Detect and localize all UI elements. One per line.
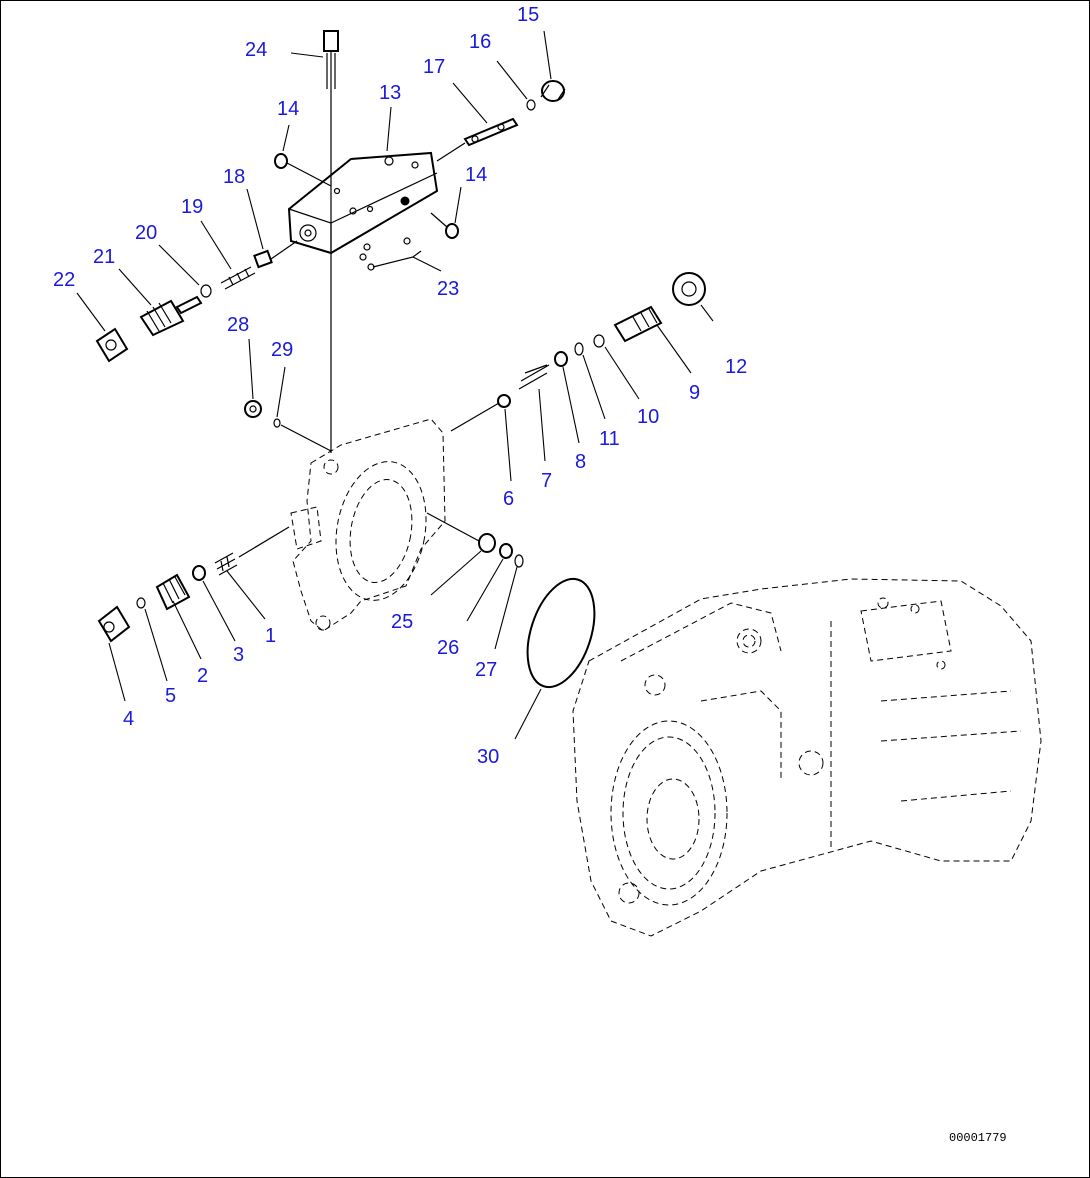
pump-housing [290,418,446,632]
o-ring-29 [273,418,281,428]
leader-lines [76,30,714,740]
callout-9: 9 [689,382,700,404]
o-ring-16 [526,99,536,111]
callout-13: 13 [379,82,401,104]
plug [430,212,459,239]
callout-18: 18 [223,166,245,188]
washer-26 [499,543,513,559]
cartridge-left [95,240,298,363]
fitting-28 [244,400,262,418]
callout-20: 20 [135,222,157,244]
callout-19: 19 [181,196,203,218]
callout-14b: 14 [465,164,487,186]
callout-10: 10 [637,406,659,428]
callout-26: 26 [437,637,459,659]
callout-30: 30 [477,746,499,768]
callout-3: 3 [233,644,244,666]
callout-28: 28 [227,314,249,336]
callout-17: 17 [423,56,445,78]
o-ring-set [359,237,422,271]
spool-17 [436,117,519,162]
callout-16: 16 [469,31,491,53]
callout-12: 12 [725,356,747,378]
callout-24: 24 [245,39,267,61]
fitting-25 [426,512,496,553]
callout-27: 27 [475,659,497,681]
callout-6: 6 [503,488,514,510]
callout-8: 8 [575,451,586,473]
callout-11: 11 [599,428,620,450]
callout-2: 2 [197,665,208,687]
callout-29: 29 [271,339,293,361]
callout-labels: 1 2 3 4 5 6 7 8 9 10 11 12 13 14 14 15 1… [53,4,747,768]
o-ring-27 [514,554,524,568]
axis-line [280,424,332,452]
bolt [323,30,339,453]
valve-block [287,151,439,255]
cartridge-lower [97,526,290,643]
callout-7: 7 [541,470,552,492]
callout-22: 22 [53,269,75,291]
plug [274,153,332,187]
callout-1: 1 [265,625,276,647]
o-ring-30 [526,577,596,689]
callout-23: 23 [437,278,459,300]
drawing-reference-code: 00001779 [949,1131,1007,1145]
callout-25: 25 [391,611,413,633]
plug-15 [540,80,566,102]
callout-15: 15 [517,4,539,26]
cartridge-right [450,272,706,432]
callout-14a: 14 [277,98,299,120]
callout-21: 21 [93,246,115,268]
callout-5: 5 [165,685,176,707]
callout-4: 4 [123,708,134,730]
main-pump [572,578,1042,937]
